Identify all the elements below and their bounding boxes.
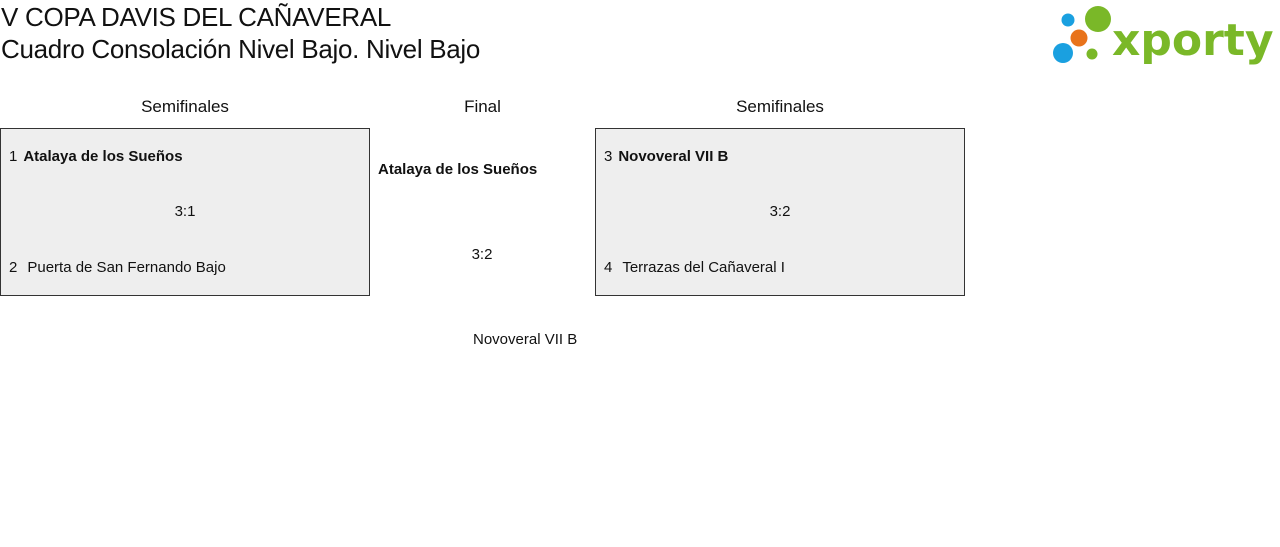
round-label-semifinal-right: Semifinales [736,97,824,116]
semifinal-left-score: 3:1 [174,203,196,220]
draw-subtitle: Cuadro Consolación Nivel Bajo. Nivel Baj… [1,34,481,64]
team-seed: 3 [604,148,613,165]
semifinal-right-bottom-team[interactable]: 4 Terrazas del Cañaveral I [604,258,785,278]
team-name: Terrazas del Cañaveral I [622,259,785,276]
team-name: Novoveral VII B [618,148,729,165]
team-seed: 2 [9,259,18,276]
semifinal-right-top-team[interactable]: 3 Novoveral VII B [604,147,728,167]
logo-wordmark: xporty [1112,15,1274,66]
semifinal-left-bottom-team[interactable]: 2 Puerta de San Fernando Bajo [9,258,226,278]
team-name: Puerta de San Fernando Bajo [27,259,226,276]
semifinal-left-match[interactable]: 1 Atalaya de los Sueños 3:1 2 Puerta de Sa… [0,128,370,296]
final-winner-team[interactable]: Atalaya de los Sueños [378,161,538,178]
round-label-semifinal-left: Semifinales [141,97,229,116]
team-seed: 4 [604,259,613,276]
semifinal-right-score: 3:2 [769,203,791,220]
xporty-logo[interactable]: xporty [1050,4,1275,68]
semifinal-right-match[interactable]: 3 Novoveral VII B 3:2 4 Terrazas del Cañav… [595,128,965,296]
xporty-logo-icon: xporty [1053,6,1274,66]
round-label-final: Final [464,97,501,116]
final-score: 3:2 [471,246,493,263]
team-name: Atalaya de los Sueños [23,148,183,165]
tournament-title: V COPA DAVIS DEL CAÑAVERAL [1,2,392,32]
team-seed: 1 [9,148,18,165]
final-runner-up-team[interactable]: Novoveral VII B [473,331,578,348]
semifinal-left-top-team[interactable]: 1 Atalaya de los Sueños [9,147,183,167]
